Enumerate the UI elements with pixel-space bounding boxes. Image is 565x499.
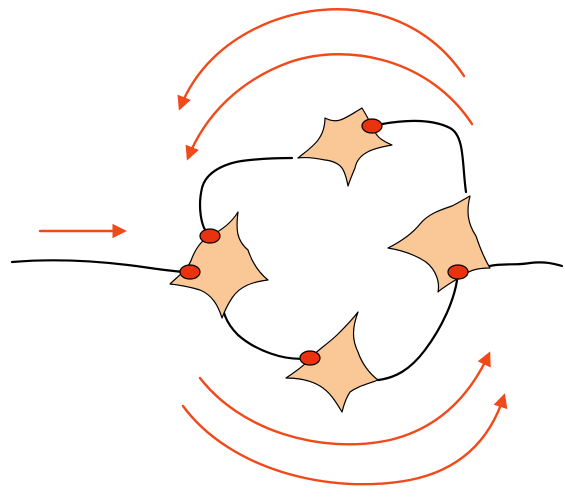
neuron-right [388, 196, 490, 292]
wire-top-to-right [372, 121, 466, 192]
top-outer-arc-arrow [180, 9, 464, 108]
synapse-left-lower [180, 265, 200, 279]
wire-left-to-top [200, 158, 292, 236]
neurons [170, 108, 490, 412]
output-axon [482, 262, 562, 268]
wire-right-to-bottom [378, 272, 458, 380]
synapse-top [362, 119, 382, 133]
neuron-bottom [286, 312, 378, 412]
synapse-left-upper [200, 229, 220, 243]
synapse-right [448, 265, 468, 279]
wire-bottom-to-left [222, 298, 310, 359]
input-axon [12, 260, 188, 272]
synapse-bottom [300, 351, 320, 365]
neuron-left [170, 212, 268, 318]
